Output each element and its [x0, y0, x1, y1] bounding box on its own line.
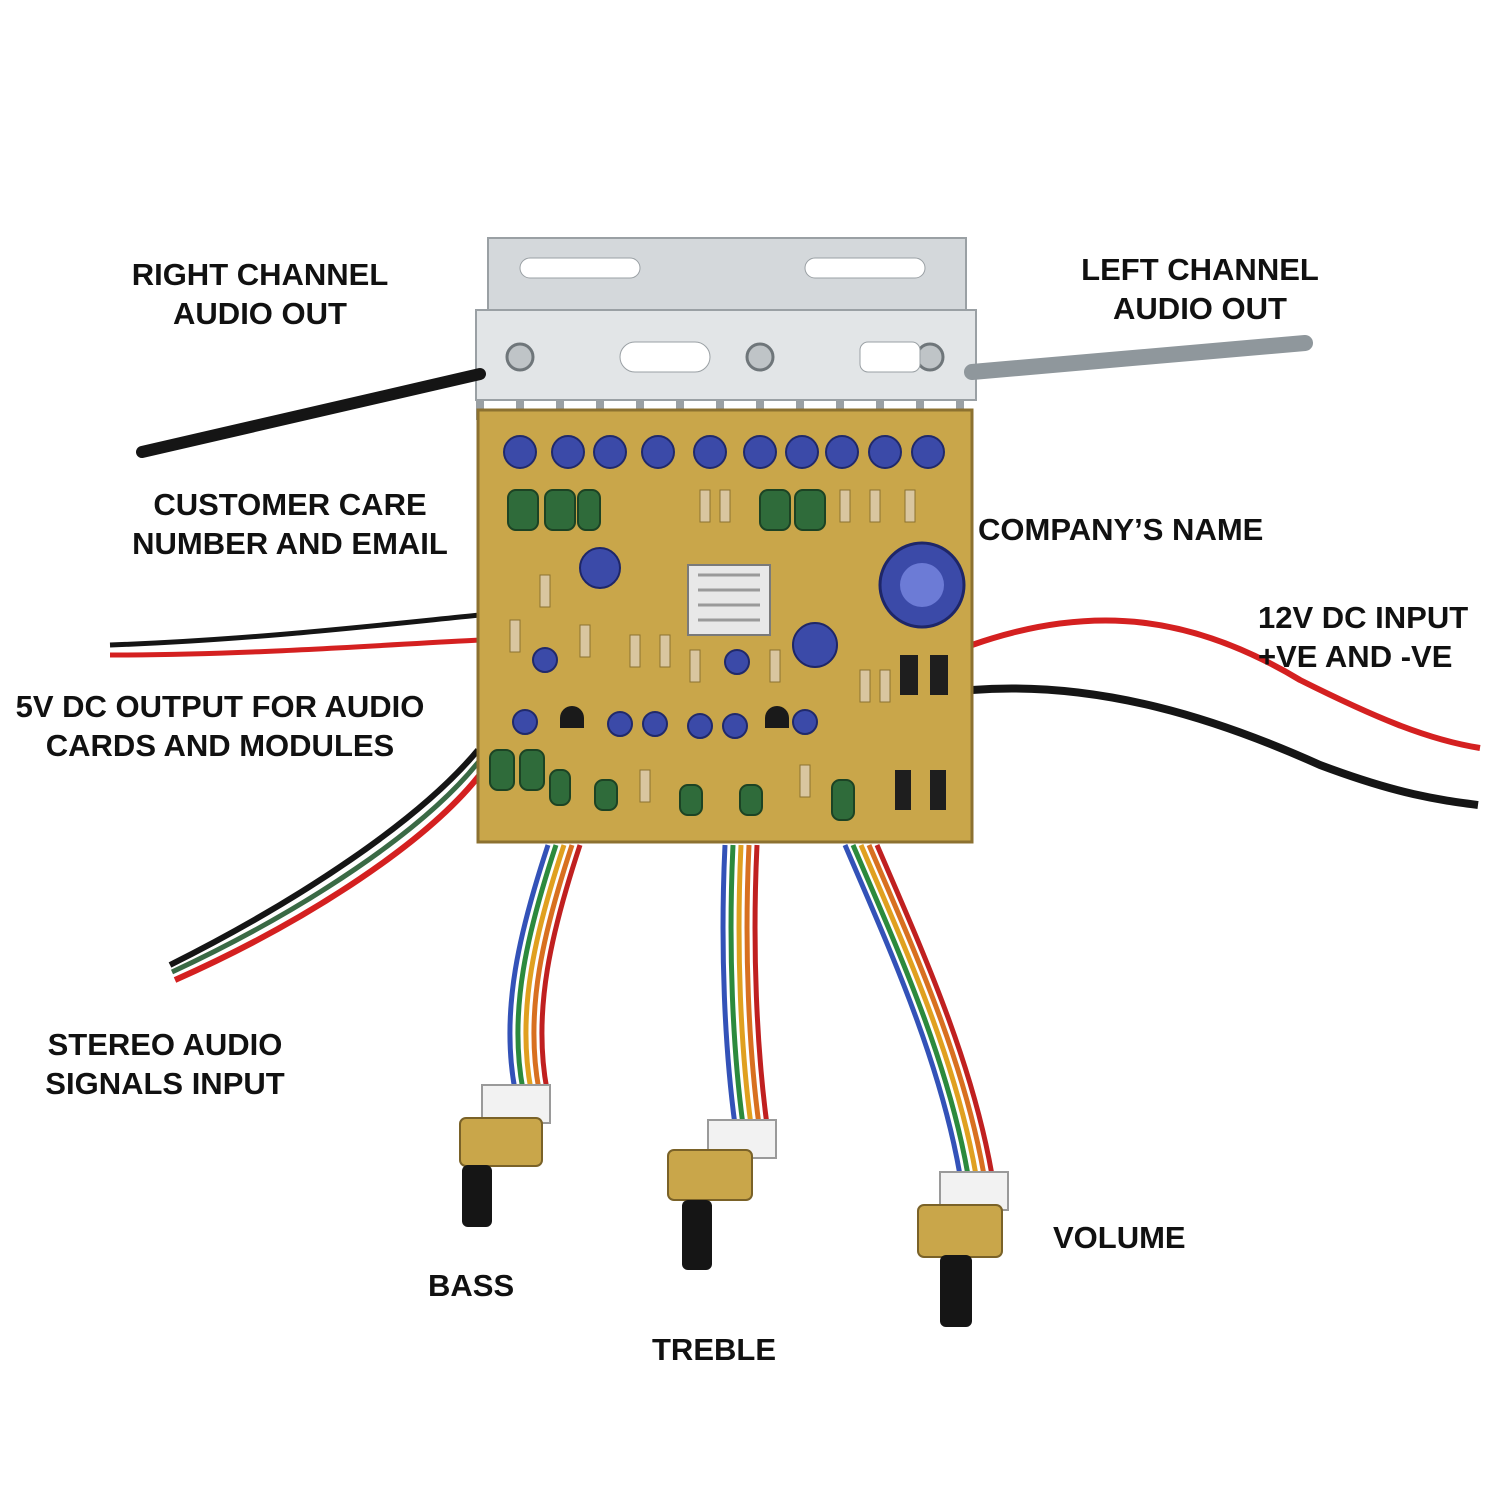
volume-potentiometer[interactable] [917, 1171, 1009, 1327]
left-channel-audio-out-label: LEFT CHANNEL AUDIO OUT [1040, 250, 1360, 328]
dc-output-wire [109, 612, 481, 658]
treble-label: TREBLE [652, 1330, 776, 1369]
ribbon-cable-bass [507, 844, 583, 1091]
label-line: LEFT CHANNEL [1081, 252, 1319, 287]
right-channel-wire [136, 368, 486, 458]
ribbon-cable-volume [842, 844, 995, 1176]
label-line: CARDS AND MODULES [45, 728, 395, 763]
label-line: COMPANY’S NAME [978, 512, 1264, 547]
label-line: TREBLE [652, 1332, 776, 1367]
label-line: 12V DC INPUT [1258, 600, 1469, 635]
label-line: NUMBER AND EMAIL [132, 526, 448, 561]
stereo-input-label: STEREO AUDIO SIGNALS INPUT [20, 1025, 310, 1103]
label-line: STEREO AUDIO [47, 1027, 283, 1062]
dc-output-label: 5V DC OUTPUT FOR AUDIO CARDS AND MODULES [0, 687, 440, 765]
right-channel-audio-out-label: RIGHT CHANNEL AUDIO OUT [90, 255, 430, 333]
label-line: CUSTOMER CARE [153, 487, 427, 522]
label-line: RIGHT CHANNEL [131, 257, 389, 292]
label-line: AUDIO OUT [173, 296, 347, 331]
treble-potentiometer[interactable] [667, 1119, 777, 1270]
label-line: VOLUME [1053, 1220, 1186, 1255]
dc-input-wire [971, 617, 1481, 809]
label-line: BASS [428, 1268, 515, 1303]
heatsink [475, 237, 977, 420]
ribbon-cable-treble [720, 844, 770, 1126]
customer-care-label: CUSTOMER CARE NUMBER AND EMAIL [100, 485, 480, 563]
pcb-board [476, 408, 974, 844]
stereo-input-wire [168, 748, 485, 983]
label-line: 5V DC OUTPUT FOR AUDIO [15, 689, 425, 724]
dc-input-label: 12V DC INPUT +VE AND -VE [1258, 598, 1468, 676]
label-line: AUDIO OUT [1113, 291, 1287, 326]
label-line: +VE AND -VE [1258, 639, 1453, 674]
bass-potentiometer[interactable] [459, 1084, 551, 1227]
bass-label: BASS [428, 1266, 514, 1305]
volume-label: VOLUME [1053, 1218, 1186, 1257]
left-channel-wire [964, 335, 1313, 380]
company-name-label: COMPANY’S NAME [978, 510, 1263, 549]
label-line: SIGNALS INPUT [45, 1066, 285, 1101]
